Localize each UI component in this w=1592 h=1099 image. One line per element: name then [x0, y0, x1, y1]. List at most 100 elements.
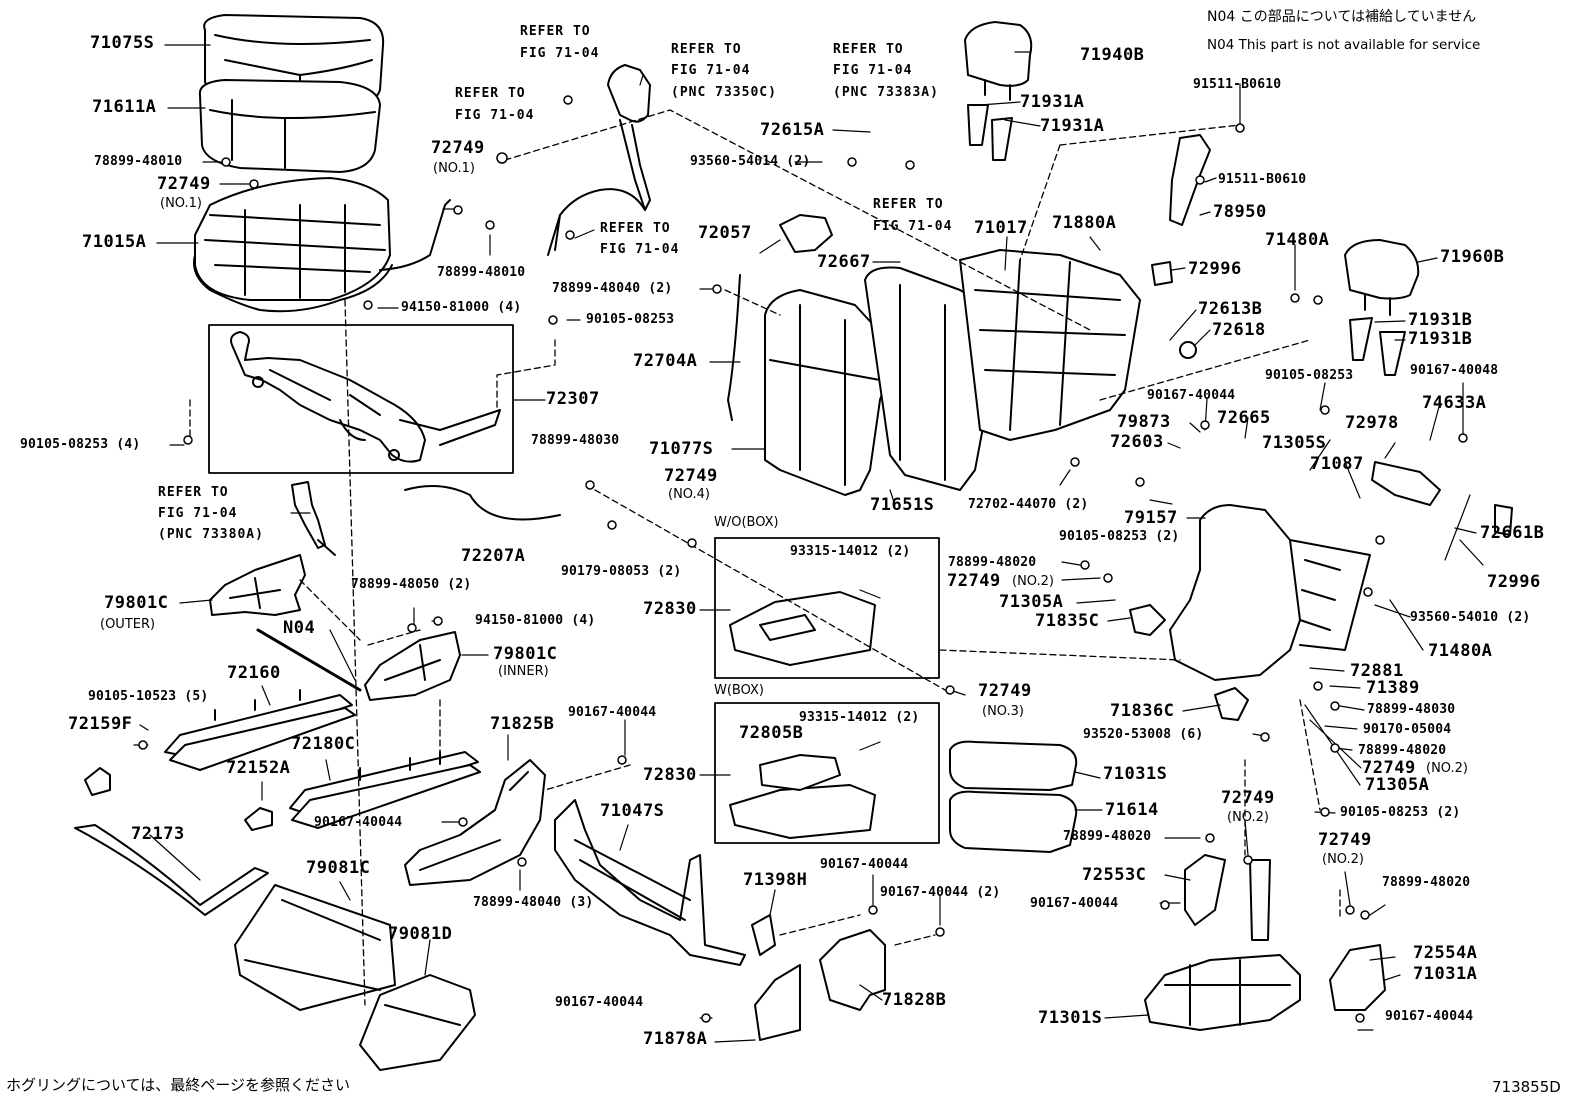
part-label-72554a[interactable]: 72554A	[1413, 943, 1478, 963]
part-label-71614[interactable]: 71614	[1105, 800, 1159, 820]
ref-fig-belt-low-line1[interactable]: REFER TO	[600, 221, 671, 236]
part-label-90170-05004[interactable]: 90170-05004	[1363, 722, 1452, 737]
part-label-78950[interactable]: 78950	[1213, 202, 1267, 222]
part-label-72881[interactable]: 72881	[1350, 661, 1404, 681]
part-label-93315-14012-b[interactable]: 93315-14012 (2)	[799, 710, 920, 725]
part-label-72173[interactable]: 72173	[131, 824, 185, 844]
part-label-71398h[interactable]: 71398H	[743, 870, 808, 890]
part-label-71389[interactable]: 71389	[1366, 678, 1420, 698]
part-label-71087[interactable]: 71087	[1310, 454, 1364, 474]
part-label-93560-54014[interactable]: 93560-54014 (2)	[690, 154, 811, 169]
part-label-71931a-1[interactable]: 71931A	[1020, 92, 1085, 112]
ref-fig-mid-line1[interactable]: REFER TO	[873, 197, 944, 212]
part-label-71305a-2[interactable]: 71305A	[1365, 775, 1430, 795]
ref-fig-buckle-line1[interactable]: REFER TO	[158, 485, 229, 500]
ref-fig-center-line2[interactable]: FIG 71-04	[833, 63, 913, 78]
part-label-79081c[interactable]: 79081C	[306, 858, 371, 878]
ref-fig-belt-line3[interactable]: (PNC 73350C)	[671, 85, 777, 100]
part-label-90167-40044-a[interactable]: 90167-40044	[568, 705, 657, 720]
part-label-72996-b[interactable]: 72996	[1487, 572, 1541, 592]
part-label-78899-48030-b[interactable]: 78899-48030	[1367, 702, 1456, 717]
ref-fig-top-b-line2[interactable]: FIG 71-04	[455, 108, 535, 123]
part-label-72667[interactable]: 72667	[817, 252, 871, 272]
part-label-94150-81000-a[interactable]: 94150-81000 (4)	[401, 300, 522, 315]
part-label-72749-no1-a[interactable]: 72749	[157, 174, 211, 194]
part-label-78899-48010-b[interactable]: 78899-48010	[437, 265, 526, 280]
part-label-71031a[interactable]: 71031A	[1413, 964, 1478, 984]
part-label-90167-40044-e[interactable]: 90167-40044	[1147, 388, 1236, 403]
part-label-n04[interactable]: N04	[283, 618, 316, 638]
ref-fig-top-a-line1[interactable]: REFER TO	[520, 24, 591, 39]
ref-fig-belt-line2[interactable]: FIG 71-04	[671, 63, 751, 78]
part-label-78899-48020-a[interactable]: 78899-48020	[948, 555, 1037, 570]
part-label-72152a[interactable]: 72152A	[226, 758, 291, 778]
part-label-72805b[interactable]: 72805B	[739, 723, 804, 743]
part-label-79157[interactable]: 79157	[1124, 508, 1178, 528]
part-label-71611a[interactable]: 71611A	[92, 97, 157, 117]
part-label-90105-08253-b[interactable]: 90105-08253	[1265, 368, 1354, 383]
part-label-71301s[interactable]: 71301S	[1038, 1008, 1103, 1028]
part-label-90167-40044-2[interactable]: 90167-40044 (2)	[880, 885, 1001, 900]
part-label-72749-no4[interactable]: 72749	[664, 466, 718, 486]
ref-fig-top-b-line1[interactable]: REFER TO	[455, 86, 526, 101]
ref-fig-top-a-line2[interactable]: FIG 71-04	[520, 46, 600, 61]
part-label-93520-53008[interactable]: 93520-53008 (6)	[1083, 727, 1204, 742]
part-label-71940b[interactable]: 71940B	[1080, 45, 1145, 65]
part-label-71047s[interactable]: 71047S	[600, 801, 665, 821]
part-label-74633a[interactable]: 74633A	[1422, 393, 1487, 413]
part-label-71480a-2[interactable]: 71480A	[1428, 641, 1493, 661]
part-label-71305a-1[interactable]: 71305A	[999, 592, 1064, 612]
part-label-71651s[interactable]: 71651S	[870, 495, 935, 515]
part-label-71835c[interactable]: 71835C	[1035, 611, 1100, 631]
part-label-78899-48010-a[interactable]: 78899-48010	[94, 154, 183, 169]
part-label-93560-54010[interactable]: 93560-54010 (2)	[1410, 610, 1531, 625]
part-label-79801c-outer[interactable]: 79801C	[104, 593, 169, 613]
part-label-72180c[interactable]: 72180C	[291, 734, 356, 754]
part-label-90167-40044-f[interactable]: 90167-40044	[1030, 896, 1119, 911]
part-label-90105-08253-4[interactable]: 90105-08253 (4)	[20, 437, 141, 452]
part-label-78899-48040-3[interactable]: 78899-48040 (3)	[473, 895, 594, 910]
part-label-72830-a[interactable]: 72830	[643, 599, 697, 619]
part-label-91511-b0610-b[interactable]: 91511-B0610	[1218, 172, 1307, 187]
part-label-72978[interactable]: 72978	[1345, 413, 1399, 433]
part-label-71077s[interactable]: 71077S	[649, 439, 714, 459]
part-label-71836c[interactable]: 71836C	[1110, 701, 1175, 721]
part-label-72661b[interactable]: 72661B	[1480, 523, 1545, 543]
part-label-90167-40044-b[interactable]: 90167-40044	[314, 815, 403, 830]
ref-fig-buckle-line3[interactable]: (PNC 73380A)	[158, 527, 264, 542]
ref-fig-belt-low-line2[interactable]: FIG 71-04	[600, 242, 680, 257]
part-label-72749-no2-a[interactable]: 72749	[947, 571, 1001, 591]
part-label-79801c-inner[interactable]: 79801C	[493, 644, 558, 664]
ref-fig-belt-line1[interactable]: REFER TO	[671, 42, 742, 57]
part-label-71480a-1[interactable]: 71480A	[1265, 230, 1330, 250]
part-label-90167-40044-c[interactable]: 90167-40044	[820, 857, 909, 872]
part-label-72704a[interactable]: 72704A	[633, 351, 698, 371]
part-label-79081d[interactable]: 79081D	[388, 924, 453, 944]
part-label-71305s[interactable]: 71305S	[1262, 433, 1327, 453]
part-label-90105-08253-2a[interactable]: 90105-08253 (2)	[1059, 529, 1180, 544]
part-label-72553c[interactable]: 72553C	[1082, 865, 1147, 885]
part-label-78899-48020-b[interactable]: 78899-48020	[1358, 743, 1447, 758]
part-label-72615a[interactable]: 72615A	[760, 120, 825, 140]
ref-fig-buckle-line2[interactable]: FIG 71-04	[158, 506, 238, 521]
part-label-71015a[interactable]: 71015A	[82, 232, 147, 252]
part-label-72996-a[interactable]: 72996	[1188, 259, 1242, 279]
part-label-90179-08053[interactable]: 90179-08053 (2)	[561, 564, 682, 579]
part-label-72160[interactable]: 72160	[227, 663, 281, 683]
part-label-94150-81000-b[interactable]: 94150-81000 (4)	[475, 613, 596, 628]
part-label-90105-08253-2b[interactable]: 90105-08253 (2)	[1340, 805, 1461, 820]
part-label-78899-48020-c[interactable]: 78899-48020	[1063, 829, 1152, 844]
part-label-71931b-2[interactable]: 71931B	[1408, 329, 1473, 349]
part-label-78899-48030-a[interactable]: 78899-48030	[531, 433, 620, 448]
part-label-78899-48050[interactable]: 78899-48050 (2)	[351, 577, 472, 592]
part-label-78899-48040-2[interactable]: 78899-48040 (2)	[552, 281, 673, 296]
part-label-72830-b[interactable]: 72830	[643, 765, 697, 785]
part-label-72749-no2-b[interactable]: 72749	[1362, 758, 1416, 778]
part-label-72603[interactable]: 72603	[1110, 432, 1164, 452]
part-label-71878a[interactable]: 71878A	[643, 1029, 708, 1049]
ref-fig-center-line1[interactable]: REFER TO	[833, 42, 904, 57]
part-label-71931b-1[interactable]: 71931B	[1408, 310, 1473, 330]
part-label-78899-48020-d[interactable]: 78899-48020	[1382, 875, 1471, 890]
part-label-90167-40048[interactable]: 90167-40048	[1410, 363, 1499, 378]
part-label-71828b[interactable]: 71828B	[882, 990, 947, 1010]
